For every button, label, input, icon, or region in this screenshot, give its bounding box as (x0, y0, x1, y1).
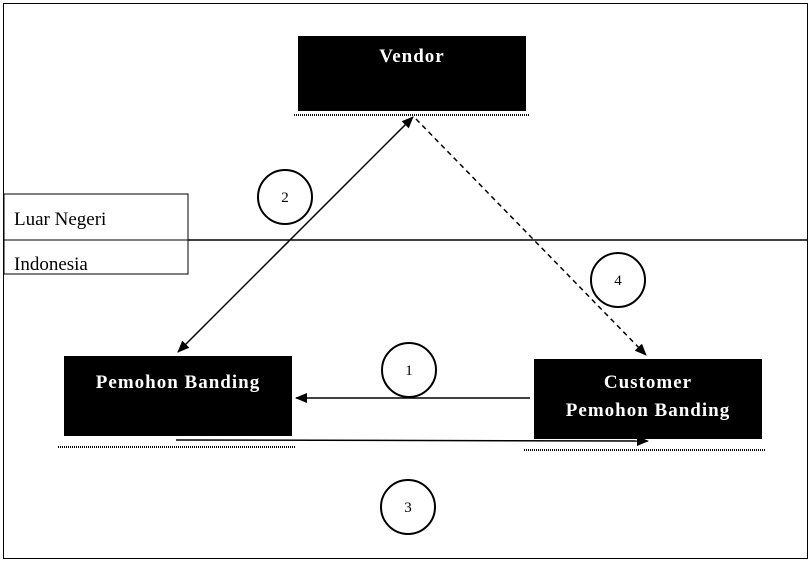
customer-box (534, 359, 762, 439)
arrow-pemohon-customer (175, 435, 649, 446)
region-box-abroad (3, 193, 189, 241)
step-number-2: 2 (281, 190, 289, 206)
arrow-vendor-pemohon (177, 116, 414, 353)
customer-label-line2: Pemohon Banding (566, 400, 730, 421)
customer-label-line1: Customer (604, 372, 692, 393)
region-label-abroad: Luar Negeri (14, 209, 106, 230)
vendor-box (298, 36, 526, 111)
step-circle-4 (590, 252, 646, 308)
step-number-3: 3 (404, 500, 412, 516)
arrow-vendor-customer (415, 118, 647, 356)
diagram-frame (3, 3, 808, 559)
step-number-4: 4 (614, 273, 622, 289)
pemohon-label: Pemohon Banding (96, 372, 260, 393)
step-circle-1 (381, 342, 437, 398)
step-circle-2 (257, 169, 313, 225)
vendor-label: Vendor (379, 46, 444, 67)
region-label-domestic: Indonesia (14, 254, 88, 275)
step-number-1: 1 (405, 363, 413, 379)
step-circle-3 (380, 479, 436, 535)
pemohon-box (64, 356, 292, 436)
